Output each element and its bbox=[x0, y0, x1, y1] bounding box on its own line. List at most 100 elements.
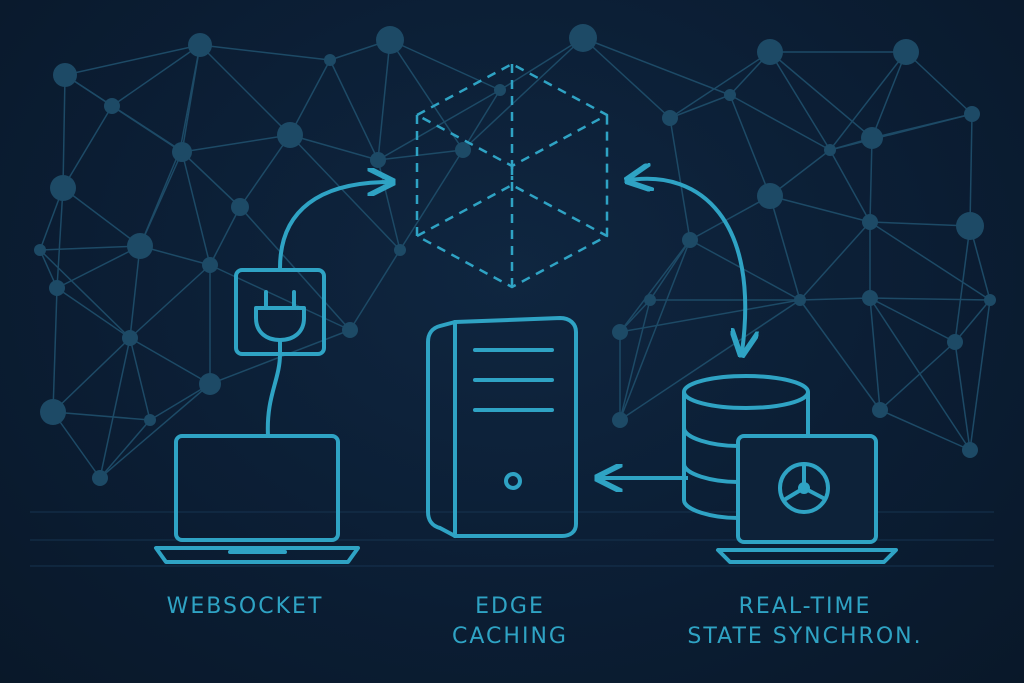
mesh-link bbox=[869, 221, 971, 227]
mesh-link bbox=[954, 341, 971, 451]
mesh-node bbox=[92, 470, 108, 486]
mesh-node bbox=[724, 89, 736, 101]
mesh-node bbox=[757, 183, 783, 209]
mesh-link bbox=[99, 383, 211, 479]
mesh-link bbox=[289, 134, 401, 251]
mesh-node bbox=[964, 106, 980, 122]
mesh-node bbox=[862, 214, 878, 230]
mesh-link bbox=[179, 149, 241, 208]
realtime-sync-label: REAL-TIME STATE SYNCHRON. bbox=[650, 592, 960, 652]
mesh-link bbox=[199, 44, 331, 61]
mesh-link bbox=[729, 94, 831, 151]
mesh-link bbox=[829, 149, 871, 223]
mesh-link bbox=[129, 337, 211, 385]
mesh-node bbox=[872, 402, 888, 418]
mesh-link bbox=[582, 37, 731, 96]
mesh-link bbox=[377, 89, 501, 161]
mesh-link bbox=[499, 37, 584, 91]
mesh-node bbox=[644, 294, 656, 306]
mesh-link bbox=[389, 39, 464, 151]
mesh-link bbox=[869, 297, 881, 411]
mesh-node bbox=[104, 98, 120, 114]
mesh-link bbox=[669, 51, 771, 119]
mesh-node bbox=[984, 294, 996, 306]
mesh-node bbox=[370, 152, 386, 168]
dashed-cube-icon bbox=[415, 62, 609, 289]
mesh-node bbox=[569, 24, 597, 52]
mesh-link bbox=[399, 149, 464, 251]
mesh-node bbox=[231, 198, 249, 216]
mesh-link bbox=[869, 137, 873, 223]
mesh-node bbox=[122, 330, 138, 346]
mesh-link bbox=[377, 159, 401, 251]
mesh-link bbox=[56, 245, 141, 289]
realtime-sync-label-line1: REAL-TIME bbox=[738, 594, 872, 619]
mesh-link bbox=[199, 44, 291, 136]
mesh-link bbox=[619, 299, 801, 421]
mesh-link bbox=[52, 337, 131, 413]
mesh-link bbox=[799, 221, 871, 301]
mesh-node bbox=[127, 233, 153, 259]
mesh-node bbox=[277, 122, 303, 148]
realtime-sync-label-line2: STATE SYNCHRON. bbox=[687, 624, 923, 649]
mesh-link bbox=[769, 195, 801, 301]
mesh-link bbox=[969, 299, 991, 451]
edge-caching-label: EDGE CACHING bbox=[405, 592, 615, 652]
mesh-node bbox=[188, 33, 212, 57]
mesh-node bbox=[324, 54, 336, 66]
mesh-node bbox=[962, 442, 978, 458]
mesh-link bbox=[52, 287, 58, 413]
dashboard-laptop-icon bbox=[716, 434, 898, 564]
mesh-link bbox=[181, 44, 201, 153]
mesh-node bbox=[893, 39, 919, 65]
mesh-link bbox=[377, 149, 464, 161]
mesh-node bbox=[144, 414, 156, 426]
database-icon bbox=[682, 374, 810, 520]
mesh-node bbox=[824, 144, 836, 156]
mesh-link bbox=[349, 249, 401, 331]
websocket-label-text: WEBSOCKET bbox=[166, 594, 324, 619]
cube-db-sync-arrow bbox=[630, 179, 745, 352]
mesh-link bbox=[669, 94, 731, 119]
mesh-link bbox=[56, 287, 131, 339]
websocket-label: WEBSOCKET bbox=[130, 592, 360, 622]
mesh-link bbox=[869, 297, 956, 343]
mesh-node bbox=[49, 280, 65, 296]
mesh-link bbox=[462, 89, 501, 151]
mesh-link bbox=[111, 105, 183, 153]
mesh-link bbox=[209, 264, 351, 331]
mesh-link bbox=[377, 39, 391, 161]
network-mesh-background bbox=[34, 24, 996, 486]
mesh-link bbox=[64, 44, 201, 76]
mesh-link bbox=[181, 151, 211, 266]
mesh-node bbox=[947, 334, 963, 350]
mesh-link bbox=[879, 409, 971, 451]
mesh-node bbox=[956, 212, 984, 240]
mesh-link bbox=[769, 195, 871, 223]
mesh-link bbox=[769, 51, 831, 151]
mesh-link bbox=[62, 105, 113, 189]
mesh-link bbox=[829, 51, 907, 151]
mesh-link bbox=[769, 51, 873, 139]
mesh-node bbox=[34, 244, 46, 256]
mesh-link bbox=[209, 206, 241, 266]
mesh-link bbox=[879, 341, 956, 411]
mesh-node bbox=[50, 175, 76, 201]
mesh-link bbox=[829, 113, 973, 151]
mesh-link bbox=[462, 37, 584, 151]
mesh-link bbox=[129, 264, 211, 339]
server-tower-icon bbox=[426, 316, 578, 538]
mesh-link bbox=[869, 297, 971, 451]
mesh-node bbox=[40, 399, 66, 425]
mesh-link bbox=[869, 297, 991, 301]
mesh-node bbox=[394, 244, 406, 256]
mesh-link bbox=[799, 297, 871, 301]
edge-caching-label-line2: CACHING bbox=[452, 624, 568, 649]
mesh-link bbox=[99, 419, 151, 479]
mesh-node bbox=[174, 144, 186, 156]
mesh-link bbox=[111, 44, 201, 107]
mesh-link bbox=[99, 337, 131, 479]
mesh-link bbox=[871, 51, 907, 139]
mesh-node bbox=[862, 290, 878, 306]
